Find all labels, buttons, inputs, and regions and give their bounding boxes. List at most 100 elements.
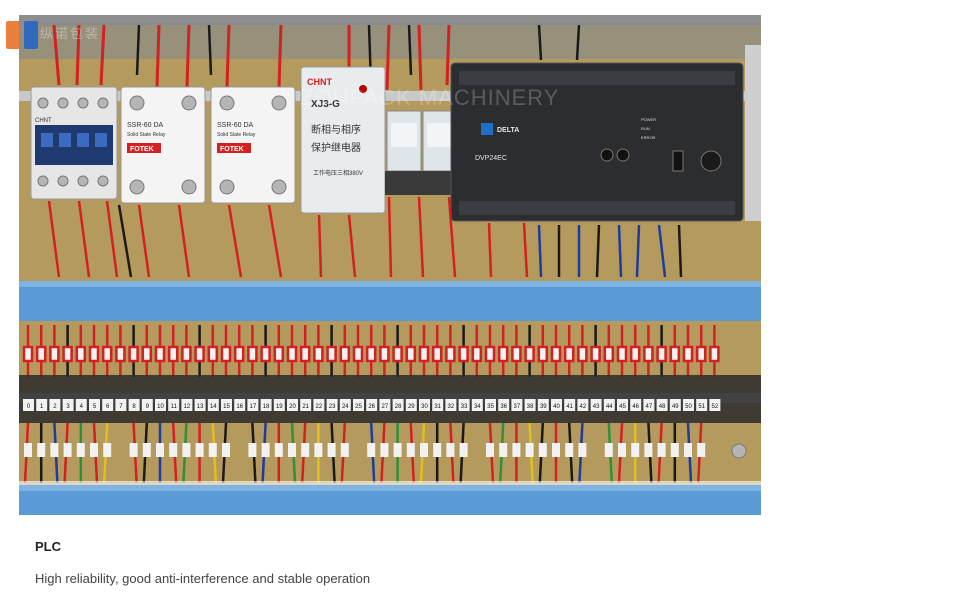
wire-sleeve — [420, 443, 428, 457]
wire-sleeve — [682, 345, 694, 363]
terminal-number: 26 — [368, 404, 375, 410]
wire-sleeve — [326, 345, 337, 363]
terminal-label-bg — [260, 399, 272, 411]
wire-sleeve — [643, 345, 654, 363]
wire-sleeve — [684, 443, 692, 457]
terminal-label-bg — [564, 399, 576, 411]
wire-sleeve — [497, 345, 509, 363]
terminal-label-bg — [141, 399, 153, 411]
wire-sleeve — [181, 345, 192, 363]
wire-sleeve — [577, 345, 588, 363]
wire-sleeve — [233, 345, 245, 363]
wire-sleeve — [37, 443, 46, 457]
terminal-number: 18 — [263, 404, 270, 410]
terminal-label-bg — [511, 399, 523, 411]
terminal-number: 12 — [184, 404, 191, 410]
terminal-number: 9 — [146, 404, 150, 410]
wire-sleeve — [644, 443, 653, 457]
terminal-label-bg — [326, 399, 338, 411]
wire-sleeve — [327, 443, 336, 457]
wire-sleeve — [169, 443, 178, 457]
wire-sleeve — [379, 345, 390, 363]
terminal-label-bg — [471, 399, 483, 411]
wire-sleeve — [62, 345, 73, 363]
terminal-number: 49 — [672, 404, 679, 410]
terminal-label-bg — [234, 399, 246, 411]
wire-sleeve — [565, 443, 574, 457]
terminal-number: 35 — [487, 404, 494, 410]
wire-sleeve — [247, 345, 258, 363]
wire-sleeve — [299, 345, 311, 363]
wire-sleeve — [208, 443, 217, 457]
terminal-number: 27 — [382, 404, 389, 410]
plc-unit: DELTA DVP24EC POWER RUN ERROR — [450, 62, 744, 222]
terminal-number: 50 — [685, 404, 692, 410]
terminal-number: 30 — [421, 404, 428, 410]
wire-sleeve — [75, 345, 87, 363]
wire-sleeve — [340, 443, 349, 457]
wire-sleeve — [471, 345, 483, 363]
terminal-label-bg — [432, 399, 444, 411]
wire-sleeve — [433, 443, 442, 457]
terminal-label-bg — [168, 399, 180, 411]
wire-sleeve — [115, 345, 126, 363]
terminal-label-bg — [102, 399, 114, 411]
wire-sleeve — [103, 443, 112, 457]
brand-logo — [2, 15, 42, 60]
contactor: CHNT — [30, 86, 118, 200]
terminal-label-bg — [392, 399, 404, 411]
terminal-number: 4 — [80, 404, 84, 410]
wire-sleeve — [512, 443, 521, 457]
terminal-label-bg — [669, 399, 681, 411]
wire-sleeve — [274, 443, 283, 457]
terminal-number: 22 — [316, 404, 323, 410]
terminal-number: 16 — [236, 404, 243, 410]
terminal-label-bg — [23, 399, 34, 411]
product-photo: CHNT SSR-60 DA Solid State Relay FOTEK S… — [19, 15, 761, 515]
terminal-label-bg — [49, 399, 61, 411]
terminal-number: 1 — [40, 404, 44, 410]
terminal-label-bg — [300, 399, 312, 411]
wire-sleeve — [550, 345, 562, 363]
wire-sleeve — [563, 345, 575, 363]
wire-sleeve — [695, 345, 707, 363]
terminal-label-bg — [62, 399, 74, 411]
terminal-number: 10 — [157, 404, 164, 410]
wire-sleeve — [301, 443, 310, 457]
wire-sleeve — [260, 345, 271, 363]
wire-sleeve — [445, 345, 456, 363]
terminal-number: 37 — [514, 404, 521, 410]
terminal-number: 13 — [197, 404, 204, 410]
wire-sleeve — [499, 443, 508, 457]
terminal-label-bg — [643, 399, 655, 411]
terminal-number: 46 — [632, 404, 639, 410]
wire-sleeve — [49, 345, 60, 363]
terminal-number: 51 — [698, 404, 705, 410]
wire-sleeve — [220, 345, 232, 363]
wire-sleeve — [486, 443, 494, 457]
terminal-label-bg — [247, 399, 259, 411]
terminal-number: 44 — [606, 404, 613, 410]
plc-model: DVP24EC — [475, 155, 507, 162]
wire-sleeve — [393, 443, 402, 457]
wire-sleeve — [604, 443, 613, 457]
terminal-label-bg — [537, 399, 549, 411]
terminal-number: 23 — [329, 404, 336, 410]
plc-brand: DELTA — [497, 127, 519, 134]
terminal-label-bg — [603, 399, 615, 411]
wire-sleeve — [248, 443, 257, 457]
terminal-number: 52 — [712, 404, 719, 410]
wire-sleeve — [656, 345, 667, 363]
wire-sleeve — [631, 443, 640, 457]
wire-sleeve — [156, 443, 164, 457]
terminal-label-bg — [36, 399, 48, 411]
terminal-number: 3 — [66, 404, 70, 410]
wire-sleeve — [525, 443, 534, 457]
wire-sleeve — [578, 443, 587, 457]
wire-sleeve — [380, 443, 389, 457]
relay-model: XJ3-G — [311, 99, 340, 110]
terminal-number: 34 — [474, 404, 481, 410]
watermark-center: ZONPACK MACHINERY — [300, 85, 560, 110]
ssr-subtitle: Solid State Relay — [127, 132, 166, 138]
wire-sleeve — [657, 443, 666, 457]
